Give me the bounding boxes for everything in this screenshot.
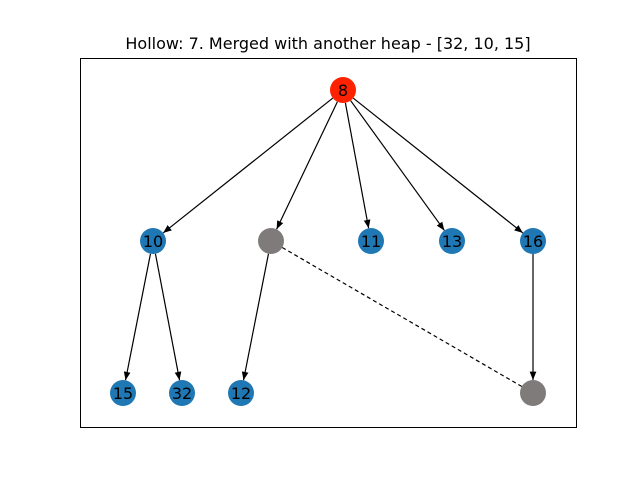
diagram-title: Hollow: 7. Merged with another heap - [3… xyxy=(125,34,530,53)
normal-node-circle xyxy=(110,380,136,406)
node-h2 xyxy=(520,380,546,406)
normal-node-circle xyxy=(439,228,465,254)
normal-node-circle xyxy=(520,228,546,254)
normal-node-circle xyxy=(358,228,384,254)
hollow-node-circle xyxy=(258,228,284,254)
edge-n10-n15 xyxy=(123,253,152,381)
node-label: 13 xyxy=(442,232,462,251)
nodes-layer: 8 10 11 13 16 15 32 12 xyxy=(110,77,546,406)
edge-n8-h1 xyxy=(276,101,338,230)
node-label: 10 xyxy=(143,232,163,251)
normal-node-circle xyxy=(228,380,254,406)
edge-n8-n13 xyxy=(350,100,445,231)
node-label: 16 xyxy=(523,232,543,251)
root-node-circle xyxy=(330,77,356,103)
node-label: 32 xyxy=(172,384,192,403)
normal-node-circle xyxy=(169,380,195,406)
edge-h1-h2 xyxy=(281,247,523,387)
node-n10: 10 xyxy=(140,228,166,254)
node-n16: 16 xyxy=(520,228,546,254)
node-label: 8 xyxy=(338,81,348,100)
edges-layer xyxy=(123,97,537,387)
node-n15: 15 xyxy=(110,380,136,406)
edge-n8-n11 xyxy=(344,102,371,229)
normal-node-circle xyxy=(140,228,166,254)
hollow-node-circle xyxy=(520,380,546,406)
edge-h1-n12 xyxy=(241,253,270,381)
edge-n8-n10 xyxy=(162,97,334,234)
node-n32: 32 xyxy=(169,380,195,406)
node-label: 11 xyxy=(361,232,381,251)
node-h1 xyxy=(258,228,284,254)
node-n12: 12 xyxy=(228,380,254,406)
edge-n10-n32 xyxy=(154,253,182,381)
node-label: 15 xyxy=(113,384,133,403)
node-n13: 13 xyxy=(439,228,465,254)
plot-frame xyxy=(80,58,577,428)
edge-n8-n16 xyxy=(352,97,524,234)
node-n11: 11 xyxy=(358,228,384,254)
node-label: 12 xyxy=(231,384,251,403)
node-n8: 8 xyxy=(330,77,356,103)
